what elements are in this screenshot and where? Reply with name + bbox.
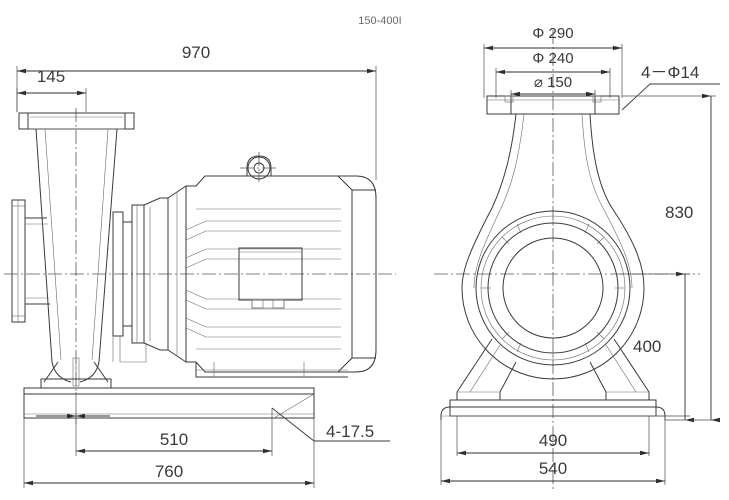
- dimension-phi-240-label: Φ 240: [532, 50, 573, 67]
- dimension-bore-150: ⌀ 150: [510, 74, 596, 98]
- motor-side: [186, 152, 376, 377]
- suction-flange-side: [12, 200, 50, 322]
- dimension-510-label: 510: [160, 430, 188, 449]
- dimension-510: 510: [75, 408, 273, 456]
- dimension-830-label: 830: [665, 203, 693, 222]
- volute-casing-front: [462, 114, 644, 379]
- lifting-eye-icon: [240, 152, 278, 182]
- dimension-830: 830: [622, 93, 720, 423]
- discharge-flange-side: [19, 113, 134, 129]
- note-4-phi-14: 4－Ф14: [621, 63, 720, 111]
- dimension-400: 400: [620, 271, 694, 423]
- dimension-760: 760: [23, 418, 315, 488]
- ring-bolt-marks: [481, 216, 625, 360]
- dimension-760-label: 760: [155, 462, 183, 481]
- dimension-490-label: 490: [539, 431, 567, 450]
- drawing-title: 150-400I: [358, 15, 401, 27]
- dimension-400-label: 400: [633, 337, 661, 356]
- dimension-970-label: 970: [182, 43, 210, 62]
- terminal-box-side: [239, 248, 302, 309]
- note-4-17-5-label: 4-17.5: [326, 422, 374, 441]
- base-plate-side: [24, 388, 314, 418]
- pump-casing-side: [36, 129, 117, 387]
- dimension-phi-240: Φ 240: [495, 50, 611, 98]
- dimension-bore-150-label: ⌀ 150: [534, 74, 572, 91]
- note-4-phi-14-label: 4－Ф14: [641, 63, 699, 82]
- dimension-phi-290: Φ 290: [483, 25, 623, 98]
- dimension-540: 540: [440, 420, 666, 485]
- note-4-17-5: 4-17.5: [271, 407, 390, 442]
- side-elevation-view: 970 145 510 760: [4, 43, 396, 488]
- front-elevation-view: Φ 290 Φ 240 ⌀ 150 4－Ф14 830: [434, 25, 720, 492]
- dimension-phi-290-label: Φ 290: [532, 25, 573, 42]
- dimension-145-label: 145: [37, 67, 65, 86]
- dimension-540-label: 540: [539, 459, 567, 478]
- dimension-145: 145: [16, 67, 87, 112]
- dimension-490: 490: [456, 416, 650, 456]
